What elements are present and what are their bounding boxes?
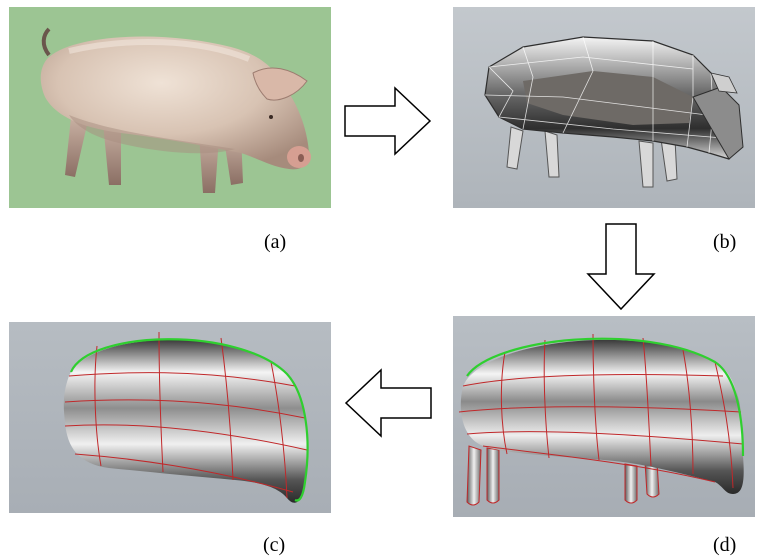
caption-a: (a)	[264, 232, 286, 252]
arrow-left-d-to-c	[343, 367, 433, 439]
pig-texture-image	[9, 7, 331, 208]
mesh-pig-image	[453, 7, 755, 208]
arrow-down-b-to-d	[585, 222, 657, 312]
panel-b-mesh-pig	[453, 7, 755, 208]
caption-c: (c)	[263, 535, 285, 555]
nurbs-pig-body-image	[9, 322, 331, 513]
nurbs-pig-legs-image	[453, 316, 755, 517]
caption-d: (d)	[713, 535, 736, 555]
panel-d-nurbs-pig-legs	[453, 316, 755, 517]
arrow-right-a-to-b	[343, 85, 433, 157]
caption-b: (b)	[713, 232, 736, 252]
panel-c-nurbs-pig-body	[9, 322, 331, 513]
panel-a-textured-pig	[9, 7, 331, 208]
